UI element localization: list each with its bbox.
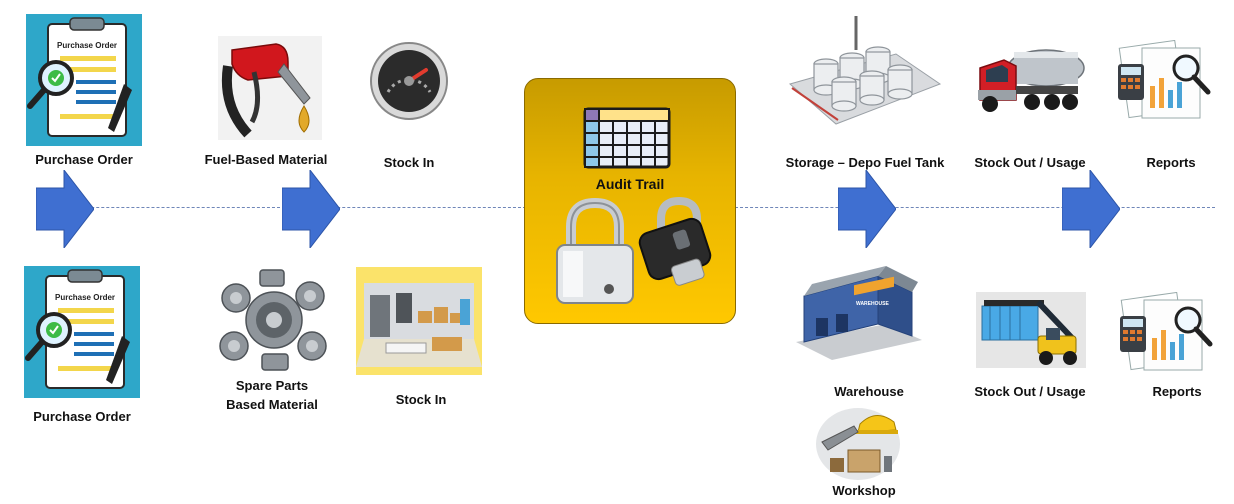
spare-parts-icon (214, 268, 330, 372)
label-purchase-order-top: Purchase Order (35, 152, 133, 167)
table-icon (583, 107, 671, 169)
flow-arrow-1 (36, 170, 94, 248)
fuel-tank-icon (786, 14, 942, 134)
flow-line-right (735, 207, 1215, 208)
label-audit-trail: Audit Trail (595, 176, 665, 192)
label-fuel-based-material: Fuel-Based Material (204, 152, 328, 167)
purchase-order-doc-heading: Purchase Order (57, 41, 117, 50)
warehouse-icon: WAREHOUSE (794, 262, 924, 362)
fuel-nozzle-icon (218, 36, 322, 140)
workshop-icon (814, 402, 902, 482)
smart-lock-icon (638, 197, 712, 286)
warehouse-sign-text: WAREHOUSE (856, 301, 889, 307)
label-stock-in-bottom: Stock In (395, 392, 447, 407)
label-stock-in-top: Stock In (383, 155, 435, 170)
label-spare-parts-line1: Spare Parts (235, 378, 309, 393)
storeroom-icon (356, 267, 482, 375)
label-storage-depo-fuel-tank: Storage – Depo Fuel Tank (785, 155, 945, 170)
tanker-truck-icon (974, 38, 1086, 118)
label-spare-parts-line2: Based Material (226, 397, 318, 412)
audit-trail-panel: Audit Trail (524, 78, 736, 324)
flow-arrow-4 (1062, 170, 1120, 248)
label-purchase-order-bottom: Purchase Order (33, 409, 131, 424)
label-stock-out-bottom: Stock Out / Usage (974, 384, 1086, 399)
gauge-icon (368, 40, 450, 122)
label-warehouse: Warehouse (834, 384, 904, 399)
purchase-order-icon-bottom: Purchase Order (24, 266, 140, 398)
label-reports-top: Reports (1146, 155, 1196, 170)
flow-arrow-2 (282, 170, 340, 248)
padlock-icon (556, 197, 634, 304)
label-workshop: Workshop (832, 483, 896, 498)
purchase-order-icon: Purchase Order (26, 14, 142, 146)
label-stock-out-top: Stock Out / Usage (974, 155, 1086, 170)
container-handler-icon (976, 292, 1086, 368)
flow-line-left (36, 207, 526, 208)
reports-icon (1116, 39, 1212, 120)
reports-icon-bottom (1118, 291, 1214, 372)
flow-arrow-3 (838, 170, 896, 248)
purchase-order-doc-heading-bottom: Purchase Order (55, 293, 115, 302)
label-reports-bottom: Reports (1152, 384, 1202, 399)
